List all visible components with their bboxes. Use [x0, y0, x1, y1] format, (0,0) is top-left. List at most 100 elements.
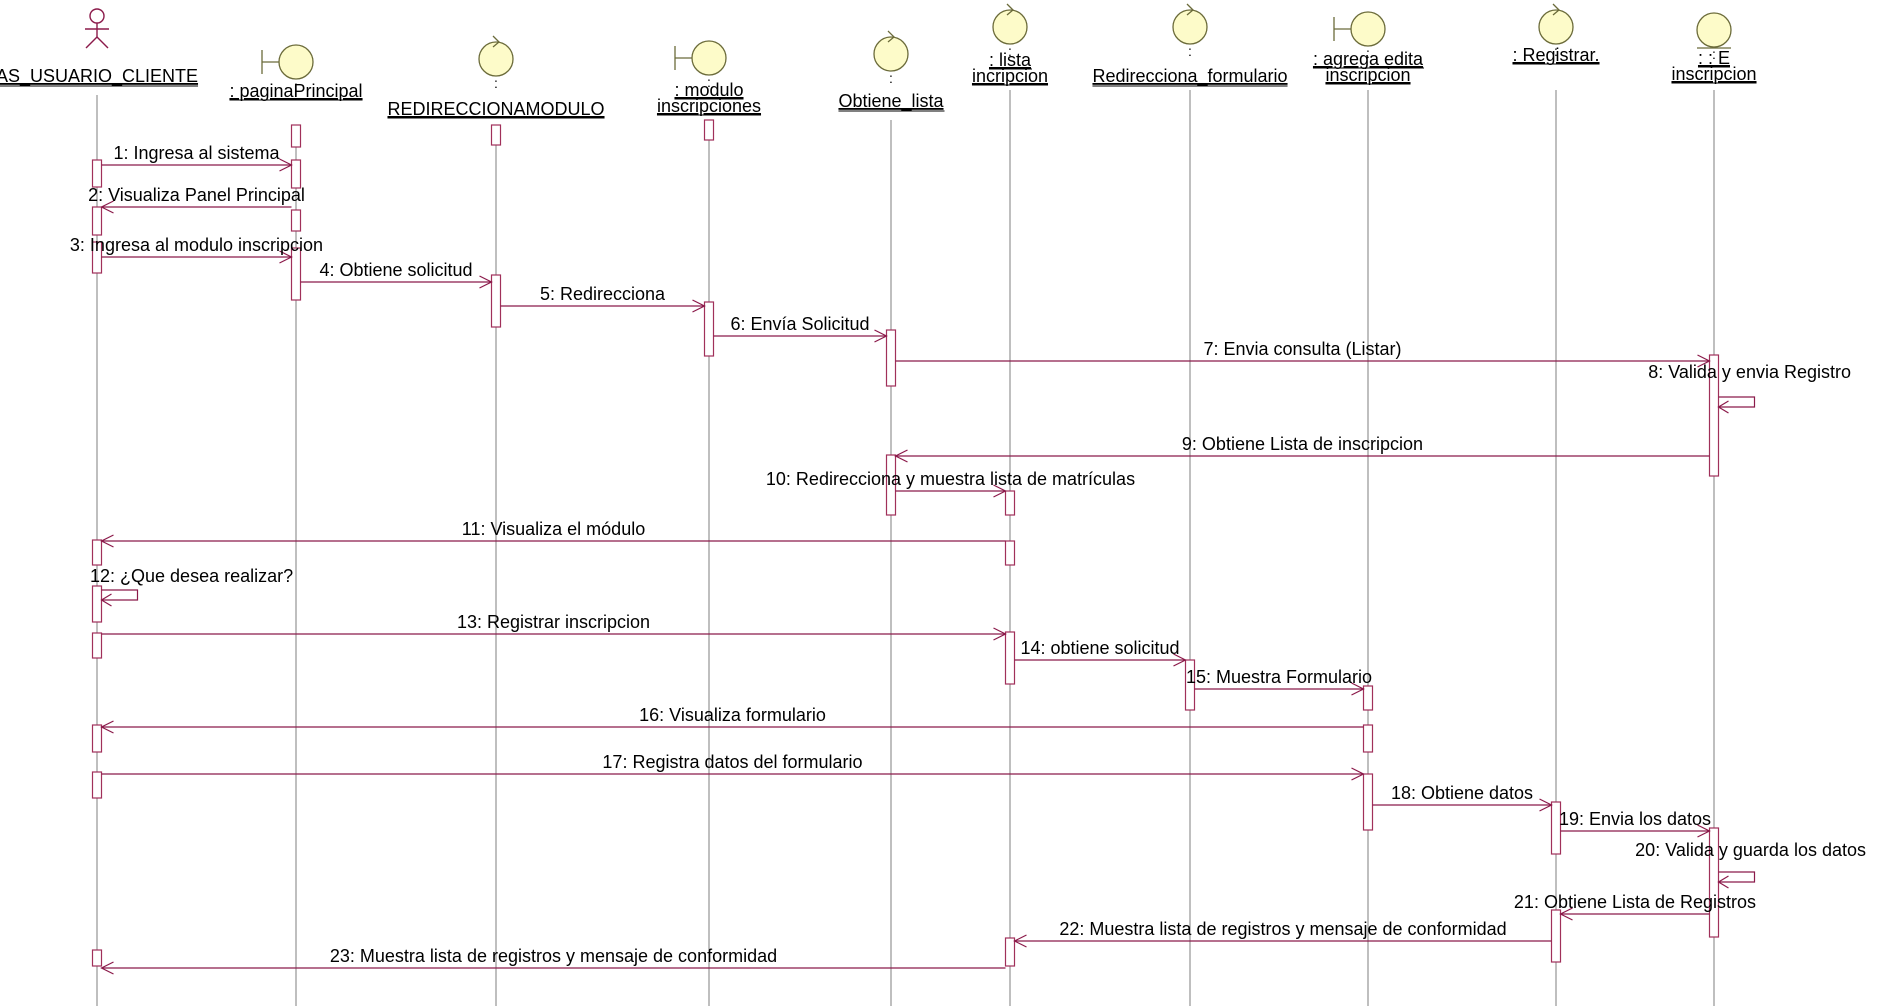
participant-label: AS_USUARIO_CLIENTE	[0, 66, 198, 87]
actor-icon	[85, 8, 109, 49]
participant-p4: :Obtiene_lista	[838, 30, 945, 112]
message-label: 14: obtiene solicitud	[1020, 638, 1179, 658]
entity-icon	[1696, 12, 1732, 49]
participant-p1: :: paginaPrincipal	[229, 44, 363, 101]
message-2: 2: Visualiza Panel Principal	[88, 185, 305, 214]
message-label: 1: Ingresa al sistema	[113, 143, 280, 163]
self-message-arrow	[1718, 871, 1756, 883]
activation-bar	[1004, 490, 1016, 516]
activation-bar	[490, 274, 502, 328]
message-label: 7: Envia consulta (Listar)	[1203, 339, 1401, 359]
message-15: 15: Muestra Formulario	[1186, 667, 1372, 696]
message-label: 21: Obtiene Lista de Registros	[1514, 892, 1756, 912]
message-label: 16: Visualiza formulario	[639, 705, 826, 725]
message-label: 13: Registrar inscripcion	[457, 612, 650, 632]
message-label: 6: Envía Solicitud	[730, 314, 869, 334]
participant-heads-layer: AS_USUARIO_CLIENTE:: paginaPrincipal:RED…	[0, 3, 1757, 119]
message-1: 1: Ingresa al sistema	[101, 143, 293, 172]
svg-text::: :	[1712, 46, 1716, 62]
message-4: 4: Obtiene solicitud	[300, 260, 493, 289]
control-icon	[478, 35, 514, 77]
message-label: 5: Redirecciona	[540, 284, 666, 304]
participant-label: : agrega edita	[1313, 49, 1424, 69]
arrowhead	[894, 449, 908, 463]
lifelines-layer	[96, 90, 1715, 1006]
self-message-arrow	[101, 589, 139, 601]
participant-label: Obtiene_lista	[838, 91, 944, 112]
participant-label: Redirecciona_formulario	[1092, 66, 1287, 87]
self-message-arrow	[1718, 396, 1756, 408]
arrowhead	[279, 158, 293, 172]
participant-label: inscripciones	[657, 96, 761, 116]
message-label: 17: Registra datos del formulario	[602, 752, 862, 772]
activation-bar	[1004, 937, 1016, 967]
message-14: 14: obtiene solicitud	[1014, 638, 1187, 667]
activation-bar	[91, 159, 103, 188]
message-13: 13: Registrar inscripcion	[101, 612, 1007, 641]
arrowhead	[1697, 824, 1711, 838]
svg-text::: :	[494, 75, 498, 91]
arrowhead	[993, 627, 1007, 641]
participant-label: incripcion	[972, 66, 1048, 86]
arrowhead	[1559, 907, 1573, 921]
arrowhead	[1173, 653, 1187, 667]
svg-text::: :	[1366, 45, 1370, 61]
message-label: 9: Obtiene Lista de inscripcion	[1182, 434, 1423, 454]
participant-p8: :: Registrar.	[1512, 3, 1600, 65]
message-label: 23: Muestra lista de registros y mensaje…	[330, 946, 777, 966]
message-7: 7: Envia consulta (Listar)	[895, 339, 1711, 368]
participant-label: inscripcion	[1325, 65, 1410, 85]
message-label: 3: Ingresa al modulo inscripcion	[70, 235, 323, 255]
activation-bar	[91, 539, 103, 566]
activation-bar	[1362, 724, 1374, 753]
activation-bar	[91, 585, 103, 623]
message-label: 22: Muestra lista de registros y mensaje…	[1059, 919, 1506, 939]
arrowhead	[1351, 767, 1365, 781]
boundary-icon	[674, 40, 727, 76]
activation-bar	[1184, 659, 1196, 711]
message-3: 3: Ingresa al modulo inscripcion	[70, 235, 323, 264]
participant-label: REDIRECCIONAMODULO	[387, 99, 604, 119]
message-label: 2: Visualiza Panel Principal	[88, 185, 305, 205]
participant-label: : lista	[989, 50, 1032, 70]
activations-layer	[91, 119, 1720, 967]
control-icon	[1538, 3, 1574, 45]
message-16: 16: Visualiza formulario	[100, 705, 1364, 734]
activation-bar	[1362, 685, 1374, 711]
message-6: 6: Envía Solicitud	[713, 314, 888, 343]
activation-bar	[885, 454, 897, 516]
activation-bar	[91, 632, 103, 659]
participant-label: inscripcion	[1671, 64, 1756, 84]
boundary-icon	[261, 44, 314, 80]
arrowhead	[100, 200, 114, 214]
arrowhead	[100, 534, 114, 548]
message-5: 5: Redirecciona	[500, 284, 706, 313]
message-label: 15: Muestra Formulario	[1186, 667, 1372, 687]
message-label: 10: Redirecciona y muestra lista de matr…	[766, 469, 1135, 489]
activation-bar	[1708, 354, 1720, 477]
activation-bar	[1004, 540, 1016, 566]
svg-text::: :	[294, 78, 298, 94]
message-label: 20: Valida y guarda los datos	[1635, 840, 1866, 860]
activation-bar	[91, 206, 103, 236]
activation-bar	[885, 329, 897, 387]
control-icon	[873, 30, 909, 72]
svg-text::: :	[707, 74, 711, 90]
activation-bar	[290, 124, 302, 148]
activation-bar	[290, 247, 302, 301]
participant-label: : Registrar.	[1512, 45, 1599, 65]
message-label: 12: ¿Que desea realizar?	[90, 566, 293, 586]
activation-bar	[1550, 801, 1562, 855]
activation-bar	[703, 119, 715, 141]
message-8: 8: Valida y envia Registro	[1648, 362, 1851, 414]
participant-label: : paginaPrincipal	[229, 81, 362, 101]
message-23: 23: Muestra lista de registros y mensaje…	[100, 946, 1006, 975]
participant-p0: AS_USUARIO_CLIENTE	[0, 8, 199, 87]
participant-label: : : E	[1698, 48, 1730, 68]
message-21: 21: Obtiene Lista de Registros	[1514, 892, 1756, 921]
message-label: 18: Obtiene datos	[1391, 783, 1533, 803]
